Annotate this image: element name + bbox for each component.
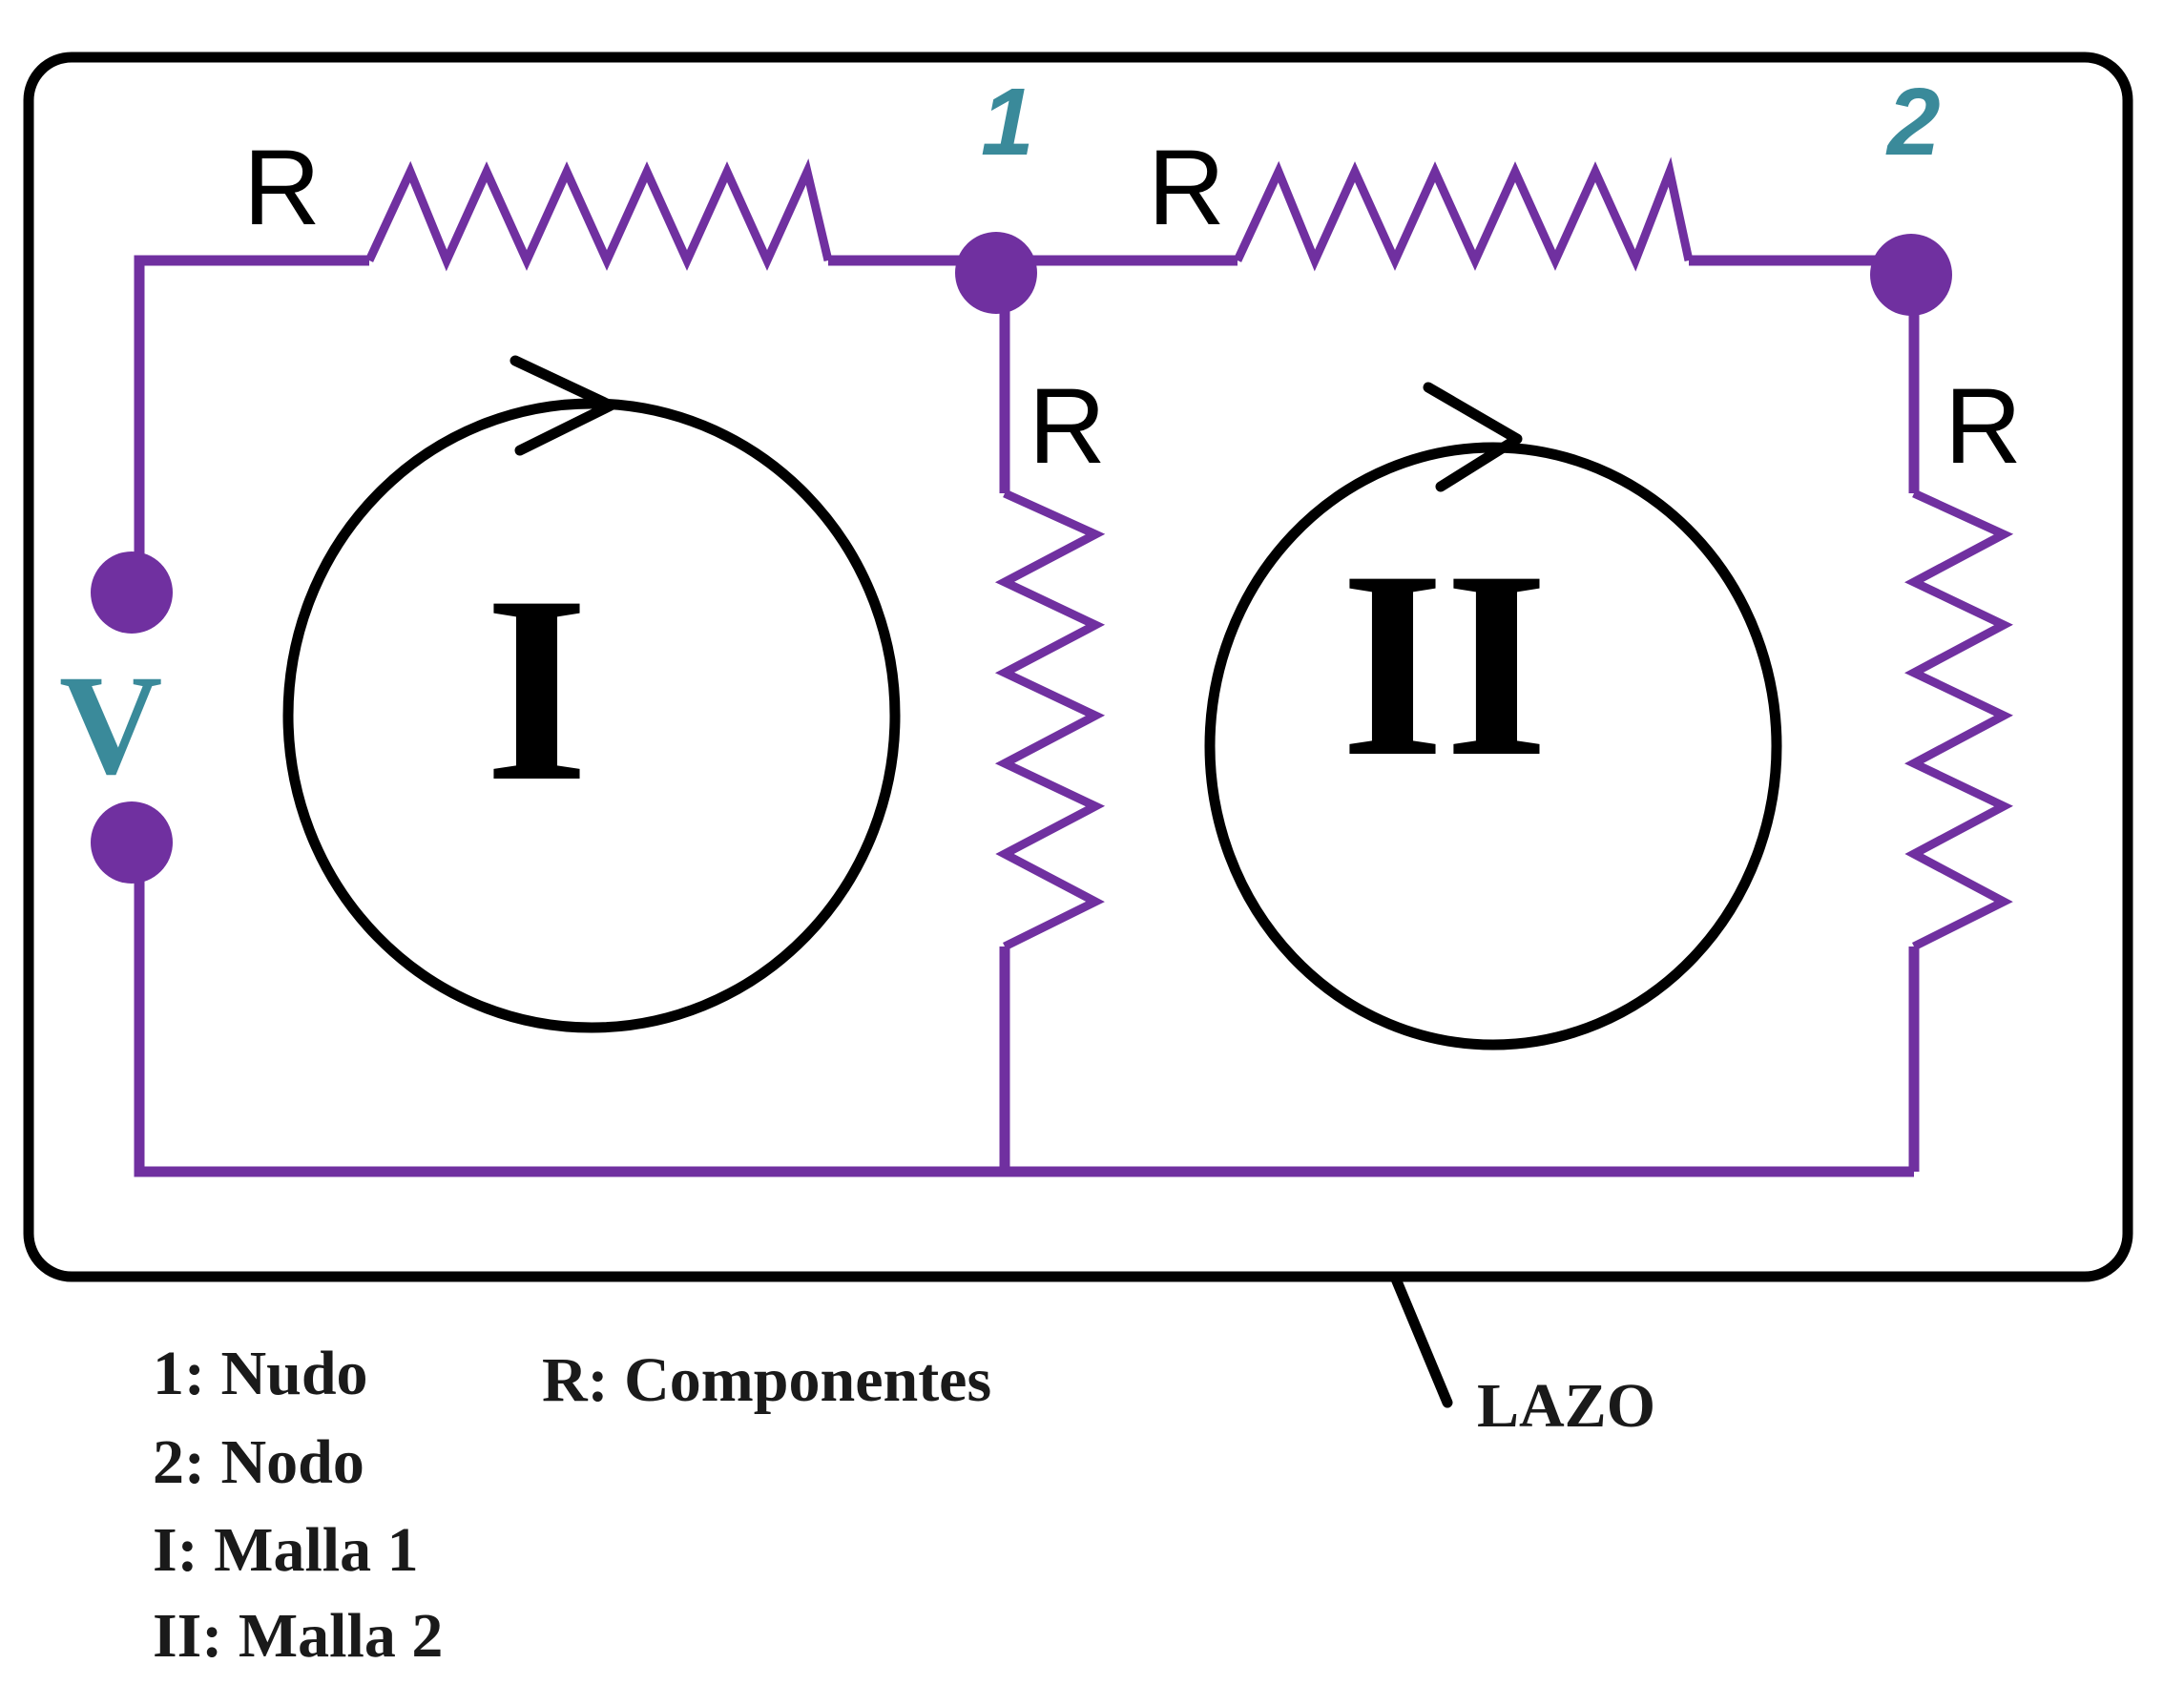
label-r-top-left: R	[243, 128, 321, 247]
resistor-top-left	[364, 158, 833, 272]
nodes	[91, 232, 1952, 884]
label-node-2: 2	[1885, 69, 1941, 176]
label-lazo: LAZO	[1477, 1371, 1655, 1441]
wire-bottom	[134, 847, 1914, 1177]
mesh-2-arrowhead	[1423, 382, 1523, 492]
label-node-1: 1	[981, 69, 1034, 176]
node-1-dot	[955, 232, 1037, 314]
resistors	[364, 156, 2014, 951]
node-2-dot	[1870, 234, 1952, 316]
lazo-leader-line	[1389, 1271, 1453, 1408]
legend-item-componentes: R: Componentes	[542, 1345, 991, 1415]
mesh-1-loop	[282, 398, 901, 1033]
loop-frame	[23, 52, 2133, 1282]
label-r-top-right: R	[1148, 128, 1225, 247]
resistor-top-right	[1233, 156, 1694, 272]
wire-left-top	[134, 255, 369, 590]
legend-item-nodo: 2: Nodo	[153, 1427, 364, 1497]
mesh-loops	[282, 355, 1782, 1051]
resistor-right	[1904, 489, 2014, 951]
label-r-middle: R	[1029, 366, 1106, 486]
label-mesh-1: I	[485, 540, 589, 837]
source-terminal-top	[91, 551, 173, 634]
resistor-middle	[994, 489, 1106, 951]
label-r-right: R	[1945, 366, 2022, 486]
mesh-1-arrowhead	[510, 355, 616, 456]
legend-item-malla-2: II: Malla 2	[153, 1601, 443, 1671]
wires	[134, 255, 1920, 1177]
legend-item-malla-1: I: Malla 1	[153, 1515, 419, 1585]
legend: 1: Nudo 2: Nodo I: Malla 1 II: Malla 2 R…	[153, 1339, 991, 1671]
label-mesh-2: II	[1341, 515, 1549, 812]
label-source-v: V	[59, 646, 162, 804]
legend-item-nudo: 1: Nudo	[153, 1339, 368, 1408]
mesh-2-loop	[1204, 442, 1782, 1051]
source-terminal-bottom	[91, 801, 173, 884]
